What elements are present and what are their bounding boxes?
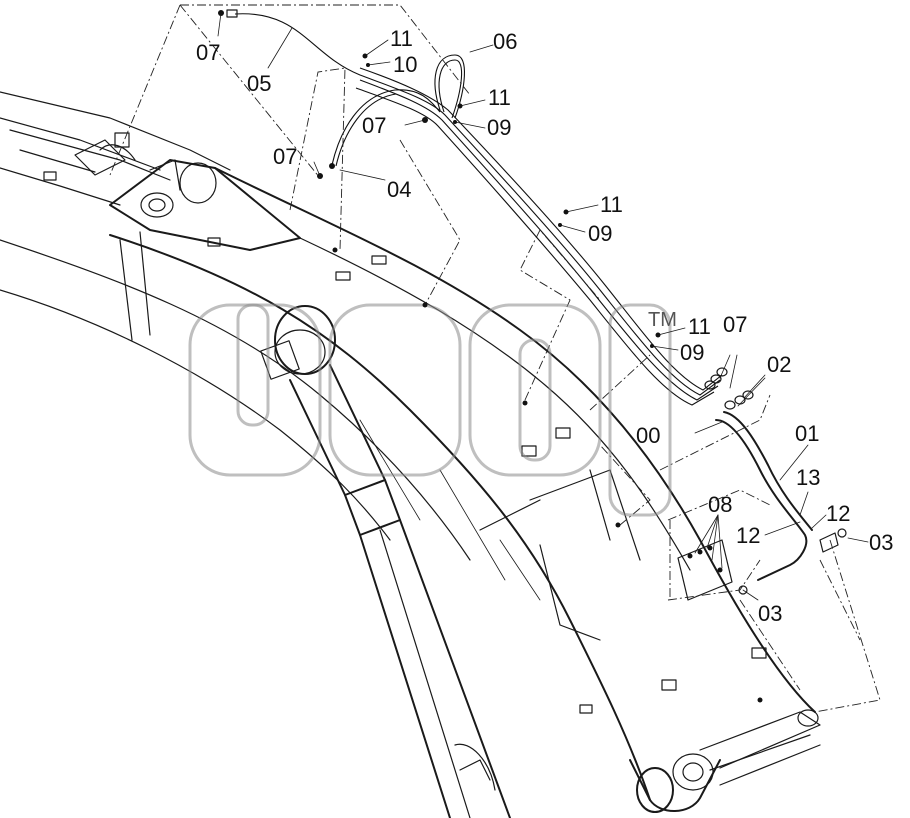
callout-00: 00 <box>636 423 660 448</box>
callout-12-right: 12 <box>826 501 850 526</box>
callout-07-mid: 07 <box>362 113 386 138</box>
callout-07-left: 07 <box>273 144 297 169</box>
callout-08: 08 <box>708 492 732 517</box>
leader-dots <box>332 53 763 703</box>
callout-05: 05 <box>247 71 271 96</box>
callout-03-right: 03 <box>869 530 893 555</box>
callout-02: 02 <box>767 352 791 377</box>
callout-03-bottom: 03 <box>758 601 782 626</box>
watermark: TM <box>188 303 677 517</box>
callout-12-left: 12 <box>736 523 760 548</box>
callout-07-right: 07 <box>723 312 747 337</box>
callout-11-third: 11 <box>600 192 623 217</box>
callout-07-top: 07 <box>196 40 220 65</box>
callout-04: 04 <box>387 177 411 202</box>
boom-cylinder <box>260 305 511 818</box>
callout-10: 10 <box>393 52 417 77</box>
callout-11-fourth: 11 <box>688 314 711 339</box>
watermark-trademark: TM <box>648 309 677 331</box>
callout-labels: 07 05 11 10 06 11 07 09 07 04 11 09 11 0… <box>196 26 893 626</box>
fitting-07-top <box>226 9 238 18</box>
hose-lines <box>234 13 813 581</box>
callout-13: 13 <box>796 465 820 490</box>
callout-11-top: 11 <box>390 26 413 51</box>
boom-head-pin-boss <box>74 132 301 251</box>
callout-09-bottom: 09 <box>680 340 704 365</box>
callout-09-mid: 09 <box>588 221 612 246</box>
callout-09-top: 09 <box>487 115 511 140</box>
callout-06: 06 <box>493 29 517 54</box>
phantom-lines <box>109 4 881 713</box>
callout-11-second: 11 <box>488 85 511 110</box>
callout-01: 01 <box>795 421 819 446</box>
leader-lines <box>217 12 869 601</box>
